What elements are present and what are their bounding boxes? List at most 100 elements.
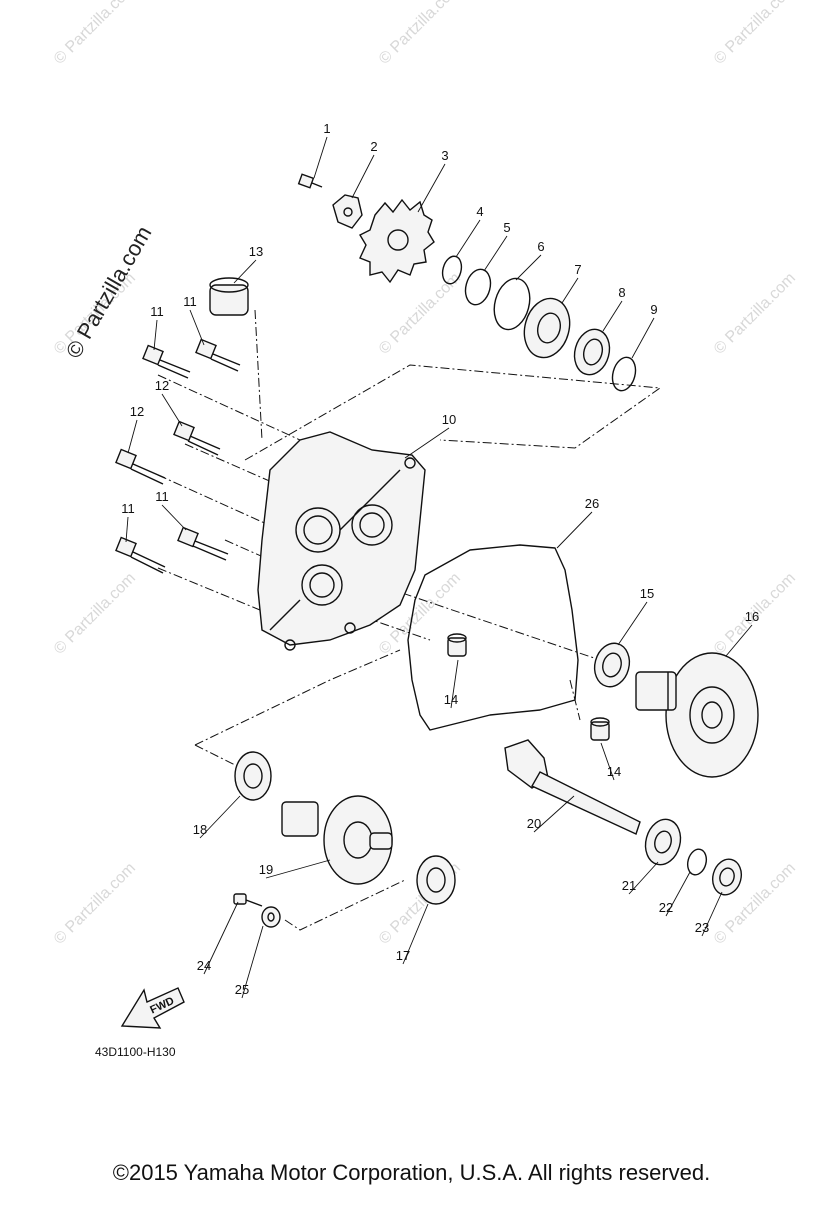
callout-21: 21 [622, 878, 636, 893]
callout-11: 11 [183, 294, 197, 309]
watermark-4: © Partzilla.com [376, 270, 464, 358]
leader-line-11 [189, 309, 205, 346]
part-bolt-12a [173, 420, 221, 456]
callout-5: 5 [503, 220, 510, 235]
callout-14: 14 [607, 764, 621, 779]
leader-line-14 [450, 659, 459, 709]
leader-lines [125, 136, 753, 999]
callout-3: 3 [441, 148, 448, 163]
callout-18: 18 [193, 822, 207, 837]
part-bolt-12b [115, 448, 166, 485]
part-circlip-4 [441, 255, 463, 285]
leader-line-18 [199, 795, 241, 839]
part-sprocket-3 [359, 198, 435, 284]
leader-line-15 [617, 601, 648, 646]
callout-17: 17 [396, 948, 410, 963]
watermark-5: © Partzilla.com [711, 270, 799, 358]
part-collar-13 [209, 277, 249, 316]
callout-6: 6 [537, 239, 544, 254]
part-ring-6 [493, 277, 531, 331]
callout-12: 12 [130, 404, 144, 419]
bolts-group [115, 338, 241, 574]
callout-25: 25 [235, 982, 249, 997]
leader-line-12 [127, 419, 138, 454]
callout-10: 10 [442, 412, 456, 427]
part-screw-24 [233, 893, 263, 907]
watermark-2: © Partzilla.com [711, 0, 799, 68]
leader-line-12 [161, 393, 183, 427]
part-bolt-11d [115, 536, 166, 574]
part-seal-8 [573, 328, 611, 376]
part-bolt-1 [297, 173, 323, 189]
part-bearing-18 [234, 751, 272, 801]
callout-8: 8 [618, 285, 625, 300]
leader-line-1 [313, 136, 328, 179]
watermark-0: © Partzilla.com [51, 0, 139, 68]
leader-line-26 [556, 511, 593, 549]
leader-line-2 [351, 154, 375, 199]
part-bearing-17 [416, 855, 456, 905]
watermark-1: © Partzilla.com [376, 0, 464, 68]
callout-23: 23 [695, 920, 709, 935]
watermark-9: © Partzilla.com [51, 860, 139, 948]
callout-12: 12 [155, 378, 169, 393]
callout-15: 15 [640, 586, 654, 601]
part-bolt-11b [195, 338, 241, 372]
leader-line-10 [404, 427, 450, 459]
callout-16: 16 [745, 609, 759, 624]
leader-line-9 [631, 317, 655, 359]
part-housing-10 [257, 431, 426, 651]
part-dowel-14a [447, 633, 467, 657]
leader-line-13 [233, 259, 257, 284]
callout-9: 9 [650, 302, 657, 317]
leader-line-3 [417, 163, 446, 213]
leader-line-17 [402, 903, 429, 965]
part-bearing-21 [644, 818, 682, 866]
diagram-code: 43D1100-H130 [95, 1045, 176, 1059]
callout-14: 14 [444, 692, 458, 707]
leader-line-4 [455, 219, 481, 258]
leader-line-6 [515, 254, 542, 281]
leader-line-25 [241, 925, 264, 999]
callout-1: 1 [323, 121, 330, 136]
leader-line-8 [602, 300, 623, 332]
callout-11: 11 [155, 489, 169, 504]
callout-4: 4 [476, 204, 483, 219]
leader-line-11 [161, 504, 187, 531]
callout-11: 11 [150, 304, 164, 319]
callout-22: 22 [659, 900, 673, 915]
part-gear-16 [635, 652, 759, 778]
part-washer-5 [464, 268, 492, 306]
part-bearing-15 [593, 642, 631, 688]
part-circlip-22 [686, 848, 708, 876]
fwd-arrow-icon: FWD [120, 987, 185, 1029]
part-washer-25 [261, 906, 281, 928]
leader-line-21 [628, 861, 659, 895]
part-plate-2 [332, 194, 363, 229]
callout-20: 20 [527, 816, 541, 831]
leader-line-23 [701, 891, 723, 937]
part-bolt-11c [177, 526, 229, 561]
leader-line-5 [483, 235, 508, 272]
callout-11: 11 [121, 501, 135, 516]
copyright-notice: ©2015 Yamaha Motor Corporation, U.S.A. A… [112, 1160, 711, 1185]
leader-line-20 [533, 795, 575, 833]
part-bolt-11a [142, 344, 191, 379]
leader-line-11 [125, 516, 129, 543]
leader-line-24 [203, 901, 239, 975]
leader-line-22 [665, 871, 691, 917]
part-gear-19 [281, 795, 393, 885]
part-bearing-7 [523, 297, 571, 359]
part-circlip-9 [611, 356, 637, 392]
leader-line-19 [265, 859, 331, 879]
part-dowel-14b [590, 717, 610, 741]
watermark-diagonal: © Partzilla.com [61, 222, 157, 363]
leader-line-7 [561, 277, 579, 304]
callout-24: 24 [197, 958, 211, 973]
callout-19: 19 [259, 862, 273, 877]
leader-line-16 [725, 624, 753, 657]
watermark-6: © Partzilla.com [51, 570, 139, 658]
leader-line-11 [153, 319, 158, 351]
